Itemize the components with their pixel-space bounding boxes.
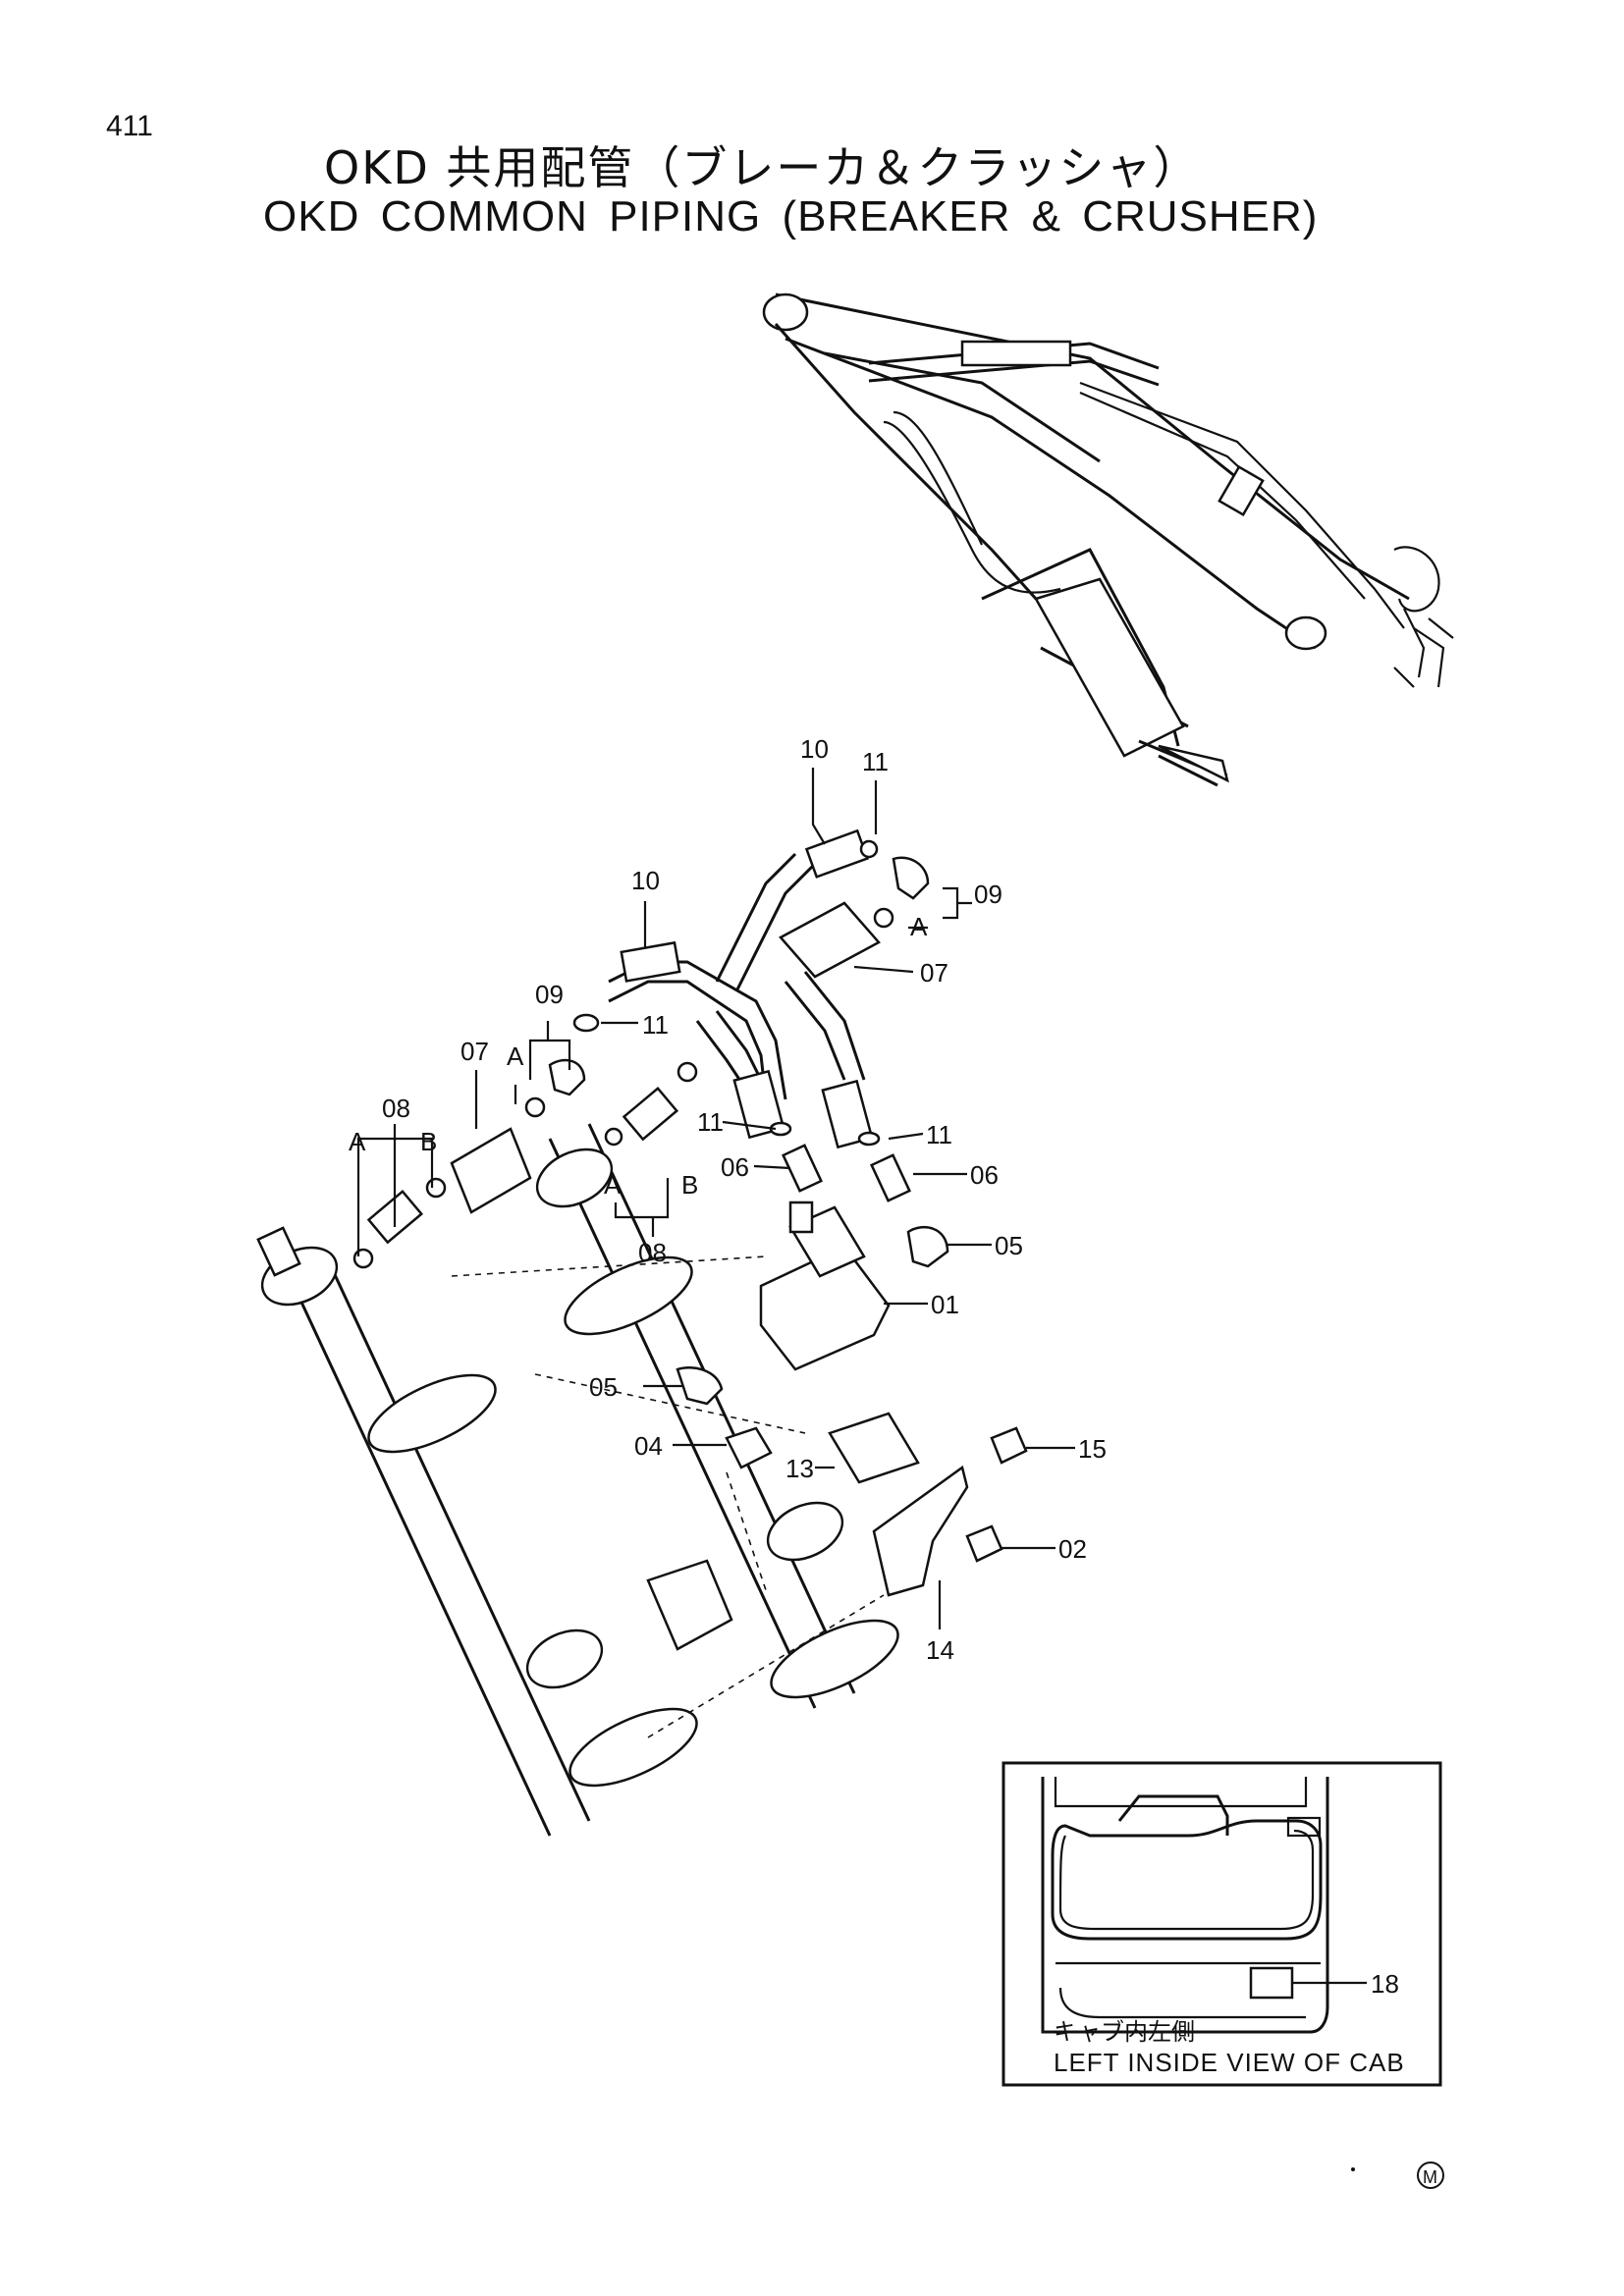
cab-inset: 18 キャブ内左側 LEFT INSIDE VIEW OF CAB [1001,1761,1442,2087]
callout-08-left: 08 [382,1094,410,1123]
callout-a-08-right: A [604,1170,622,1200]
callout-11-upper: 11 [862,747,889,776]
callout-11-right: 11 [926,1120,952,1149]
callout-04: 04 [634,1431,663,1461]
title-english: OKD COMMON PIPING (BREAKER & CRUSHER) [263,192,1319,240]
callout-b-08-left: B [420,1127,437,1156]
callout-08-right: 08 [638,1238,667,1267]
inset-caption-en: LEFT INSIDE VIEW OF CAB [1054,2048,1405,2077]
callout-05-right: 05 [995,1231,1023,1260]
callout-06-middle: 06 [721,1152,749,1182]
callout-labels: 10 11 10 09 A 07 09 11 A 07 08 A B 11 06… [349,734,1107,1665]
callout-07-left: 07 [460,1037,489,1066]
callout-b-08-right: B [681,1170,698,1200]
callout-a-08-left: A [349,1127,366,1156]
callout-01: 01 [931,1290,959,1319]
callout-07-right: 07 [920,958,948,988]
callout-a-right: A [910,912,928,941]
callout-11-left: 11 [642,1010,669,1040]
callout-05-left: 05 [589,1372,618,1402]
callout-18: 18 [1371,1969,1399,1999]
page-number: 411 [106,110,153,142]
piping-assembly [256,828,1028,1837]
leader-lines [356,768,1075,1629]
callout-15: 15 [1078,1434,1107,1464]
excavator-arm-illustration [762,293,1454,787]
callout-09-right: 09 [974,880,1002,909]
callout-a-left: A [507,1041,524,1071]
callout-02: 02 [1058,1534,1087,1564]
callout-13: 13 [785,1454,814,1483]
callout-10-upper: 10 [800,734,829,764]
callout-09-left: 09 [535,980,564,1009]
title-japanese: OKD 共用配管（ブレーカ＆クラッシャ） [324,141,1201,194]
part-18-box [1249,1966,1294,2000]
callout-11-middle: 11 [697,1107,724,1137]
inset-caption-jp: キャブ内左側 [1054,2018,1195,2046]
callout-10-lower: 10 [631,866,660,895]
callout-06-right: 06 [970,1160,999,1190]
m-mark: M [1351,2162,1444,2189]
speck [1351,2167,1355,2171]
m-mark-letter: M [1423,2167,1437,2187]
callout-14: 14 [926,1635,954,1665]
